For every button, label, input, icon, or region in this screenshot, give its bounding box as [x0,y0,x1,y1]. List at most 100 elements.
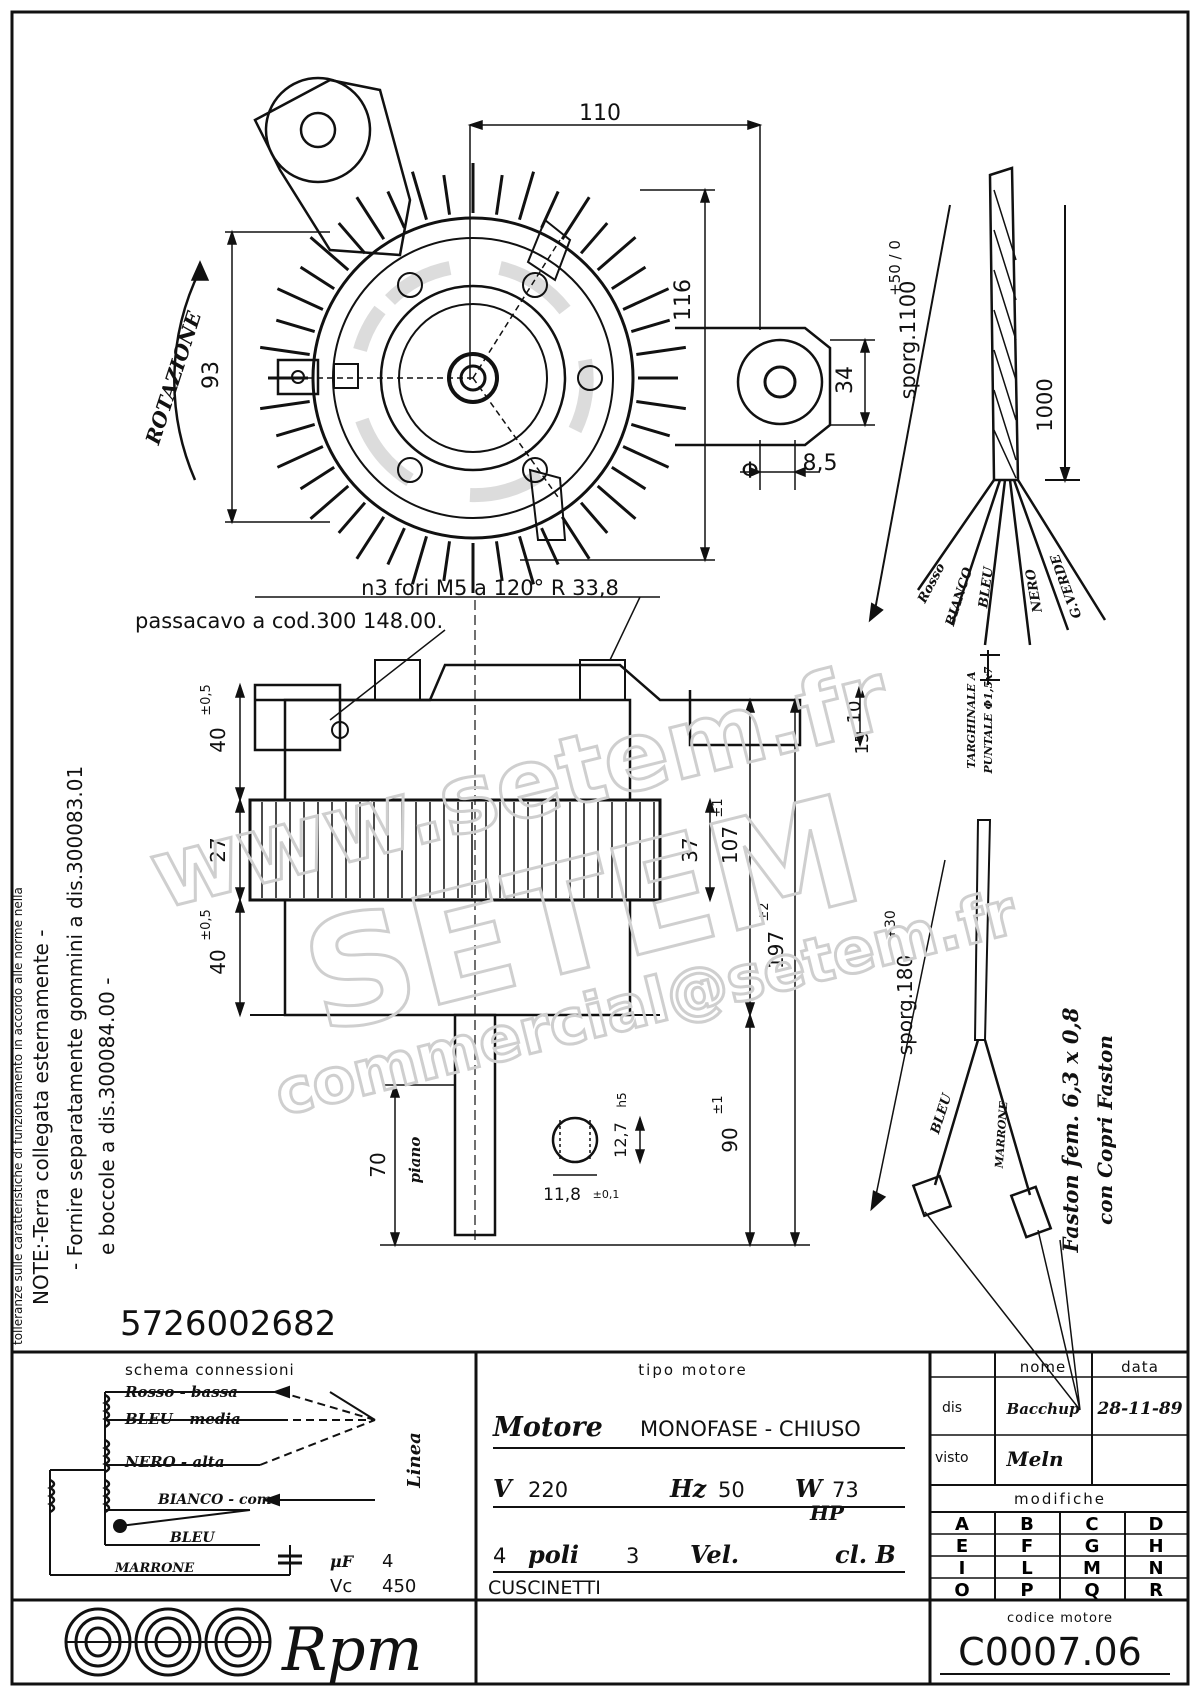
cooling-fin [596,484,637,520]
cable-gland-note: passacavo a cod.300 148.00. [135,609,443,633]
cap-uf-label: μF [330,1552,355,1571]
speeds-label: Vel. [690,1540,739,1569]
top-view-labels: 110 116 93 34 8,5 Φ ROTAZIONE [140,101,858,484]
dim-34: 34 [833,366,858,394]
tol-40-upper: ±0,5 [199,684,214,716]
cooling-fin [622,287,670,311]
frequency-label: Hz [669,1474,708,1503]
cap-vc-label: Vc [330,1576,352,1597]
connection-schema-labels: schema connessioni Rosso - bassa BLEU - … [114,1361,425,1597]
tol-180: +30 [883,910,899,940]
rpm-logo: Rpm [64,1607,422,1685]
schema-label-bleu-2: BLEU [169,1530,215,1546]
cooling-fin [610,265,647,291]
cooling-fins [259,163,687,593]
dim-10: 10 [844,701,865,724]
motor-code-value: C0007.06 [958,1630,1142,1674]
cooling-fin [275,423,316,438]
cooling-fin [540,527,560,566]
dim-40-upper: 40 [206,727,230,752]
tol-40-lower: ±0,5 [199,909,214,941]
cooling-fin [622,445,670,469]
modification-letter: P [1020,1580,1033,1601]
cooling-fin [299,265,336,291]
cooling-fin [518,171,536,221]
frequency-value: 50 [718,1478,745,1502]
tol-90: ±1 [711,1095,726,1114]
cooling-fin [355,515,386,560]
poles-value: 4 [493,1544,506,1568]
motor-top-view [253,76,832,541]
modification-letter: B [1020,1514,1034,1535]
side-view-fins [261,802,655,898]
side-view-labels: n3 fori M5 a 120° R 33,8 passacavo a cod… [135,576,995,1205]
modification-letter: G [1085,1536,1100,1557]
notes: NOTE:-Terra collegata esternamente - - F… [11,766,119,1345]
voltage-value: 220 [528,1478,568,1502]
row-visto: visto [935,1450,969,1466]
note-line-3: e boccole a dis.300084.00 - [95,978,119,1255]
side-view-dimensions [234,596,866,1248]
drawn-date: 28-11-89 [1096,1399,1182,1419]
tol-12-7: h5 [615,1092,629,1107]
cooling-fin [442,541,452,582]
voltage-label: V [493,1474,514,1503]
sporg-1100: sporg.1100 [896,281,920,400]
modification-letter: Q [1084,1580,1099,1601]
bearings-label: CUSCINETTI [488,1577,601,1599]
wire-label-marrone: MARRONE [993,1100,1011,1169]
motor-type-block: tipo motore Motore MONOFASE - CHIUSO V 2… [488,1361,905,1599]
schema-label-nero: NERO - alta [124,1453,224,1471]
cooling-fin [337,222,367,255]
approval-block: nome data dis Bacchup 28-11-89 visto Mel… [935,1358,1183,1675]
cooling-fin [494,174,504,215]
coil-logo-icon [64,1607,272,1677]
modification-letter: I [959,1558,966,1579]
modification-letter: L [1021,1558,1032,1579]
cooling-fin [386,190,406,229]
cooling-fin [299,465,336,491]
wire-label-rosso: Rosso [915,561,949,607]
insulation-class: cl. B [835,1540,896,1569]
cooling-fin [337,501,367,534]
modification-letter: E [956,1536,968,1557]
long-cable-labels: sporg.1100 +50 / 0 1000 Rosso BIANCO BLE… [886,240,1085,629]
motor-name-rest: MONOFASE - CHIUSO [640,1417,861,1441]
note-line-1: NOTE:-Terra collegata esternamente - [29,930,53,1305]
poles-label: poli [528,1540,579,1569]
cooling-fin [276,445,324,469]
cooling-fin [579,222,609,255]
drawn-by: Bacchup [1006,1400,1080,1418]
modifiche-label: modifiche [1014,1490,1106,1508]
cooling-fin [386,527,406,566]
col-data: data [1121,1358,1159,1376]
rotation-label: ROTAZIONE [140,308,206,449]
dim-197: 197 [764,931,788,969]
cooling-fin [259,345,310,357]
note-line-2: - Fornire separatamente gommini a dis.30… [63,766,87,1270]
modification-letter: H [1148,1536,1163,1557]
dim-107: 107 [718,826,742,864]
dim-1000: 1000 [1033,378,1057,431]
schema-label-marrone: MARRONE [114,1561,195,1576]
cooling-fin [560,515,591,560]
dim-11-8: 11,8 [543,1185,581,1205]
terminal-note-line1: TARGHINALE A [965,671,978,769]
cooling-fin [494,541,504,582]
power-value: 73 [832,1478,859,1502]
faston-note-line1: Faston fem. 6,3 x 0,8 [1058,1007,1083,1253]
cooling-fin [276,287,324,311]
short-cable [870,819,1081,1411]
connection-schema [47,1385,376,1576]
dim-27: 27 [206,837,230,862]
cap-vc-value: 450 [382,1576,416,1597]
tol-107: ±1 [711,798,726,817]
faston-note-line2: con Copri Faston [1093,1035,1117,1225]
cooling-fin [309,236,350,272]
cooling-fin [630,423,671,438]
cooling-fin [410,171,428,221]
modification-letter: N [1148,1558,1163,1579]
checked-by: Meln [1005,1447,1063,1471]
dim-phi: Φ [741,459,758,484]
cooling-fin [259,399,310,411]
